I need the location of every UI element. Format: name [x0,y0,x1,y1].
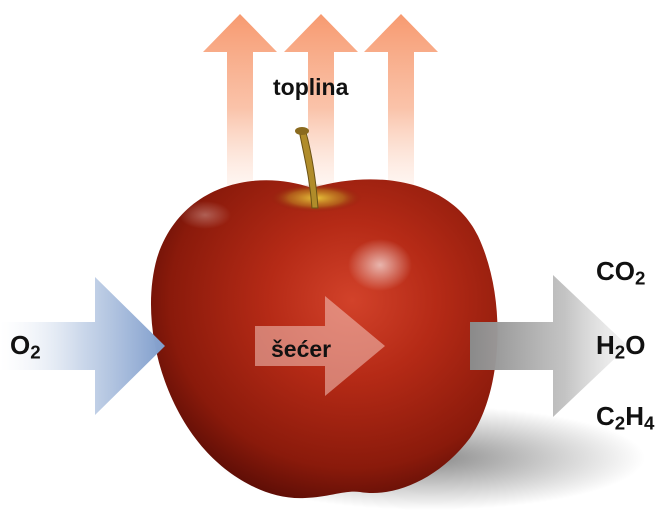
oxygen-label: O2 [10,330,41,363]
heat-arrow [364,14,438,185]
apple-stem [299,131,319,209]
formula-symbol: CO [596,256,635,286]
ethylene-label: C2H4 [596,401,655,434]
formula-symbol: C [596,401,615,431]
sugar-arrow [255,296,385,396]
heat-arrow [284,14,358,185]
formula-subscript: 2 [614,412,626,434]
formula-symbol: H [596,330,615,360]
apple-highlight [348,239,412,291]
apple-stem-tip [295,127,309,135]
carbon-dioxide-label: CO2 [596,256,646,289]
formula-symbol: H [625,401,644,431]
formula-symbol: O [625,330,646,360]
oxygen-subscript: 2 [30,341,41,363]
water-label: H2O [596,330,646,363]
heat-arrows [203,14,438,185]
formula-subscript: 4 [643,412,655,434]
sugar-label: šećer [271,336,332,362]
formula-subscript: 2 [635,267,646,289]
heat-label: toplina [273,74,349,100]
heat-arrow [203,14,277,185]
apple-highlight [179,201,231,229]
input-arrow [0,277,165,415]
formula-subscript: 2 [614,341,626,363]
output-arrow [470,275,628,417]
oxygen-symbol: O [10,330,31,360]
